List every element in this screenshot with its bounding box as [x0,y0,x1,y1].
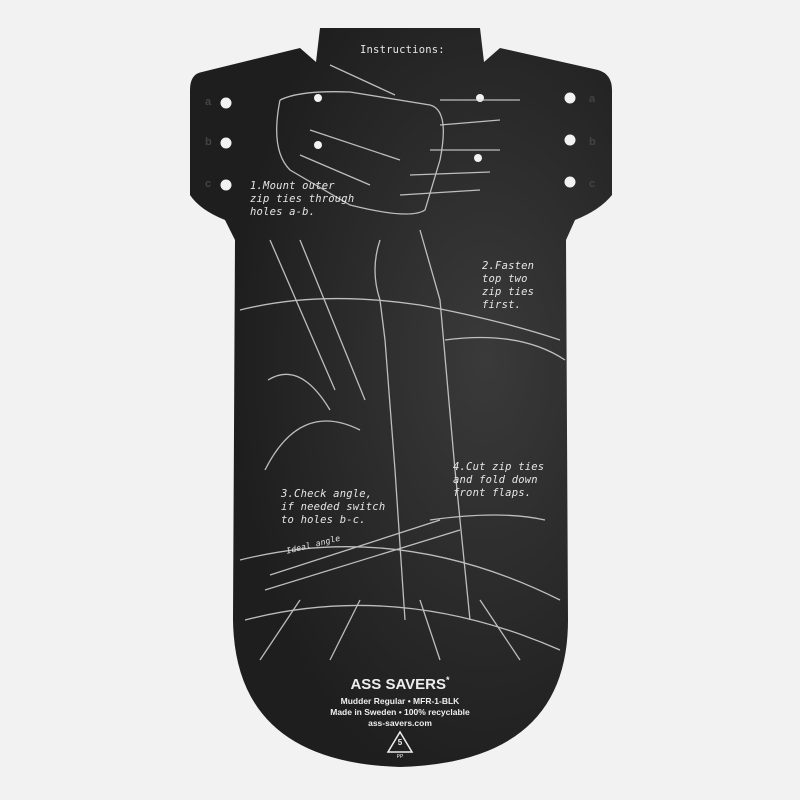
brand-text: ASS SAVERS [350,676,447,693]
step-3: 3.Check angle, if needed switch to holes… [281,488,386,526]
brand-name: ASS SAVERS* [300,675,500,693]
step-4: 4.Cut zip ties and fold down front flaps… [453,461,545,499]
model-line: Mudder Regular • MFR-1-BLK [340,696,460,706]
illustration [239,64,566,661]
hole-label-a-left: a [205,96,212,108]
hole-label-c-left: c [205,178,212,190]
origin-line: Made in Sweden • 100% recyclable [330,707,470,717]
recycle-sub: PP [396,754,404,760]
hole-label-c-right: c [589,178,596,190]
website: ass-savers.com [368,718,432,728]
recycle-icon [386,730,414,753]
instructions-title: Instructions: [360,44,445,56]
hole-label-b-right: b [589,136,596,148]
hole-label-a-right: a [589,93,596,105]
recycle-code: 5 [397,738,403,747]
hole-label-b-left: b [205,136,212,148]
brand-mark: * [446,675,450,685]
step-2: 2.Fasten top two zip ties first. [482,260,535,311]
step-1: 1.Mount outer zip ties through holes a-b… [250,180,355,218]
mudguard-body [190,28,612,767]
holes [220,92,576,191]
